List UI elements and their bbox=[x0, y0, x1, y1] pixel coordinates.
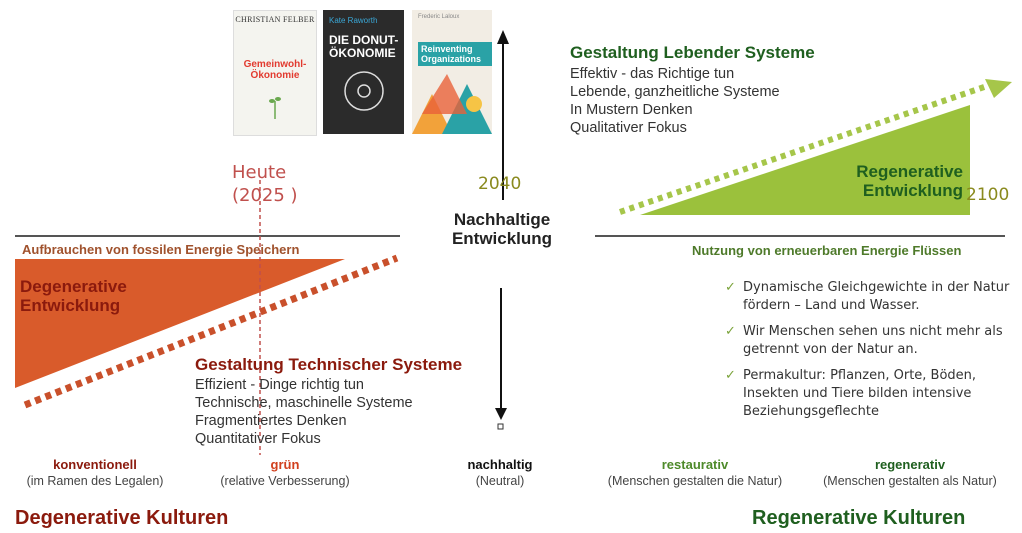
check-icon: ✓ bbox=[725, 368, 736, 383]
degenerative-dotted-line bbox=[23, 254, 399, 409]
permaculture-checklist: ✓ Dynamische Gleichgewichte in der Natur … bbox=[725, 279, 1010, 429]
book-title: Reinventing Organizations bbox=[418, 42, 492, 66]
footer-left-title: Degenerative Kulturen bbox=[15, 507, 229, 529]
scale-sub: (relative Verbesserung) bbox=[220, 474, 350, 488]
center-title: Nachhaltige Entwicklung bbox=[448, 210, 556, 248]
book-author: Frederic Laloux bbox=[418, 14, 460, 20]
donut-icon bbox=[344, 71, 384, 111]
today-year: (2025 ) bbox=[232, 185, 298, 206]
checklist-item: ✓ Wir Menschen sehen uns nicht mehr als g… bbox=[725, 323, 1010, 359]
living-line: In Mustern Denken bbox=[570, 102, 693, 118]
arrowhead-icon bbox=[985, 79, 1012, 98]
technical-line: Fragmentiertes Denken bbox=[195, 413, 347, 429]
regenerative-line1: Regenerative bbox=[856, 162, 963, 181]
technical-line: Quantitativer Fokus bbox=[195, 431, 321, 447]
living-line: Lebende, ganzheitliche Systeme bbox=[570, 84, 780, 100]
scale-regenerativ: regenerativ (Menschen gestalten als Natu… bbox=[810, 457, 1010, 489]
checklist-text: Wir Menschen sehen uns nicht mehr als ge… bbox=[743, 324, 1003, 357]
regenerative-line2: Entwicklung bbox=[862, 181, 963, 200]
living-line: Effektiv - das Richtige tun bbox=[570, 66, 735, 82]
degenerative-line1: Degenerative bbox=[20, 277, 127, 296]
left-header: Aufbrauchen von fossilen Energie Speiche… bbox=[22, 242, 300, 257]
scale-label: grün bbox=[270, 457, 300, 472]
plant-icon bbox=[269, 97, 281, 119]
checklist-item: ✓ Permakultur: Pflanzen, Orte, Böden, Ins… bbox=[725, 367, 1010, 421]
scale-nachhaltig: nachhaltig (Neutral) bbox=[430, 457, 570, 489]
technical-design-title: Gestaltung Technischer Systeme bbox=[195, 355, 463, 374]
technical-line: Technische, maschinelle Systeme bbox=[195, 395, 413, 411]
book-cover-gemeinwohl: CHRISTIAN FELBER Gemeinwohl-Ökonomie bbox=[233, 10, 317, 136]
checklist-text: Permakultur: Pflanzen, Orte, Böden, Inse… bbox=[743, 368, 977, 419]
pattern-graphic bbox=[412, 74, 492, 134]
checklist-item: ✓ Dynamische Gleichgewichte in der Natur … bbox=[725, 279, 1010, 315]
checklist-text: Dynamische Gleichgewichte in der Natur f… bbox=[743, 280, 1010, 313]
living-design-title: Gestaltung Lebender Systeme bbox=[570, 43, 815, 62]
book-cover-donut: Kate Raworth DIE DONUT-ÖKONOMIE bbox=[323, 10, 404, 134]
scale-sub: (Menschen gestalten als Natur) bbox=[823, 474, 997, 488]
arrow-down-icon bbox=[495, 408, 507, 420]
technical-line: Effizient - Dinge richtig tun bbox=[195, 377, 364, 393]
arrow-up-icon bbox=[497, 30, 509, 44]
technical-design-list: Effizient - Dinge richtig tun Technische… bbox=[195, 376, 413, 448]
living-design-list: Effektiv - das Richtige tun Lebende, gan… bbox=[570, 65, 780, 137]
regenerative-triangle bbox=[640, 105, 970, 215]
scale-sub: (Menschen gestalten die Natur) bbox=[607, 474, 783, 488]
small-square-icon bbox=[497, 423, 504, 430]
regenerative-label: Regenerative Entwicklung bbox=[843, 162, 963, 200]
scale-label: restaurativ bbox=[661, 457, 729, 472]
scale-gruen: grün (relative Verbesserung) bbox=[195, 457, 375, 489]
book-author: Kate Raworth bbox=[329, 16, 378, 25]
scale-sub: (Neutral) bbox=[475, 474, 525, 488]
check-icon: ✓ bbox=[725, 324, 736, 339]
scale-konventionell: konventionell (im Ramen des Legalen) bbox=[5, 457, 185, 489]
book-title: Gemeinwohl-Ökonomie bbox=[243, 59, 307, 81]
living-line: Qualitativer Fokus bbox=[570, 120, 687, 136]
today-label: Heute bbox=[232, 162, 287, 183]
scale-label: konventionell bbox=[53, 457, 137, 472]
footer-right-title: Regenerative Kulturen bbox=[752, 507, 966, 529]
year-2040: 2040 bbox=[478, 174, 522, 194]
center-title-line2: Entwicklung bbox=[451, 229, 553, 248]
degenerative-line2: Entwicklung bbox=[20, 296, 121, 315]
year-2100: 2100 bbox=[966, 185, 1010, 205]
center-title-line1: Nachhaltige bbox=[453, 210, 551, 229]
degenerative-triangle bbox=[15, 259, 345, 388]
scale-label: nachhaltig bbox=[467, 457, 533, 472]
book-title: DIE DONUT-ÖKONOMIE bbox=[329, 33, 399, 60]
degenerative-label: Degenerative Entwicklung bbox=[20, 277, 127, 315]
book-author: CHRISTIAN FELBER bbox=[235, 15, 315, 24]
check-icon: ✓ bbox=[725, 280, 736, 295]
scale-restaurativ: restaurativ (Menschen gestalten die Natu… bbox=[595, 457, 795, 489]
scale-label: regenerativ bbox=[874, 457, 946, 472]
scale-sub: (im Ramen des Legalen) bbox=[26, 474, 164, 488]
right-header: Nutzung von erneuerbaren Energie Flüssen bbox=[692, 243, 962, 258]
book-cover-reinventing: Frederic Laloux Reinventing Organization… bbox=[412, 10, 492, 134]
